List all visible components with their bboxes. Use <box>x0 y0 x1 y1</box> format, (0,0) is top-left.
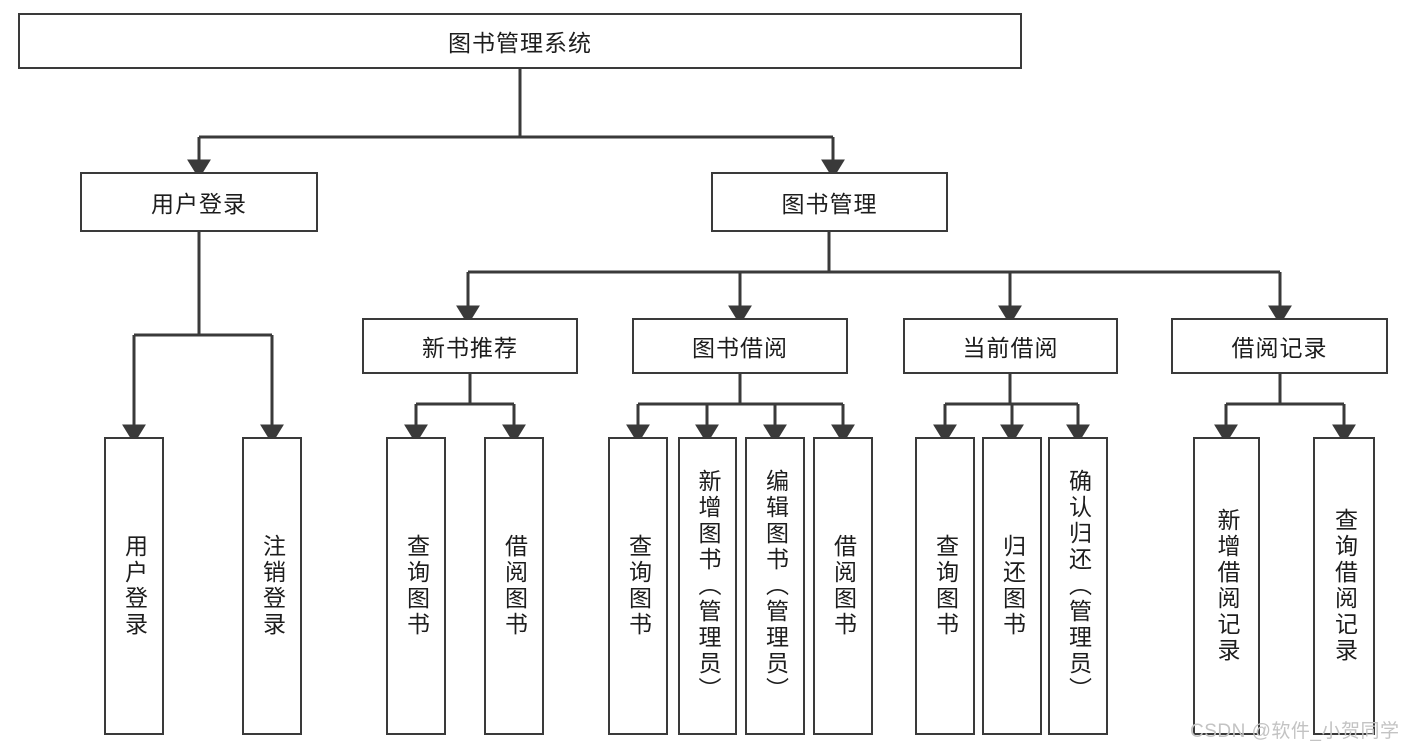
node-book-management-label: 图书管理 <box>781 191 878 217</box>
leaf-add-book-admin[interactable]: 新增图书（管理员） <box>678 437 737 735</box>
leaf-query-borrow-record-label: 查询借阅记录 <box>1331 508 1358 664</box>
leaf-add-book-admin-label: 新增图书（管理员） <box>695 469 721 703</box>
node-root-label: 图书管理系统 <box>448 30 592 56</box>
node-book-borrow[interactable]: 图书借阅 <box>632 318 848 374</box>
leaf-edit-book-admin[interactable]: 编辑图书（管理员） <box>745 437 805 735</box>
leaf-confirm-return-admin-label: 确认归还（管理员） <box>1065 469 1092 703</box>
leaf-borrow-book-rec[interactable]: 借阅图书 <box>484 437 544 735</box>
edge-user-login-to-leaves <box>122 232 284 444</box>
leaf-query-book-borrow-label: 查询图书 <box>625 534 652 638</box>
node-user-login-label: 用户登录 <box>151 191 247 217</box>
node-current-borrow[interactable]: 当前借阅 <box>903 318 1118 374</box>
leaf-query-book-borrow[interactable]: 查询图书 <box>608 437 668 735</box>
csdn-watermark: CSDN @软件_小贺同学 <box>1190 721 1400 742</box>
leaf-query-book-current-label: 查询图书 <box>932 534 959 638</box>
leaf-add-borrow-record-label: 新增借阅记录 <box>1214 508 1240 664</box>
leaf-logout[interactable]: 注销登录 <box>242 437 302 735</box>
edge-book-borrow-to-leaves <box>626 374 855 444</box>
node-borrow-record[interactable]: 借阅记录 <box>1171 318 1388 374</box>
edge-root-trunk <box>199 69 833 139</box>
node-new-book-recommend[interactable]: 新书推荐 <box>362 318 578 374</box>
edge-borrow-record-to-leaves <box>1214 374 1356 444</box>
leaf-logout-label: 注销登录 <box>259 534 286 638</box>
node-book-management[interactable]: 图书管理 <box>711 172 948 232</box>
leaf-edit-book-admin-label: 编辑图书（管理员） <box>762 469 789 703</box>
leaf-add-borrow-record[interactable]: 新增借阅记录 <box>1193 437 1260 735</box>
edge-current-borrow-to-leaves <box>933 374 1090 444</box>
leaf-query-borrow-record[interactable]: 查询借阅记录 <box>1313 437 1375 735</box>
leaf-user-login-label: 用户登录 <box>121 534 148 638</box>
leaf-user-login[interactable]: 用户登录 <box>104 437 164 735</box>
leaf-confirm-return-admin[interactable]: 确认归还（管理员） <box>1048 437 1108 735</box>
leaf-borrow-book-label: 借阅图书 <box>830 534 857 638</box>
node-book-borrow-label: 图书借阅 <box>692 335 788 361</box>
node-current-borrow-label: 当前借阅 <box>962 335 1059 361</box>
leaf-query-book-rec[interactable]: 查询图书 <box>386 437 446 735</box>
node-new-book-recommend-label: 新书推荐 <box>422 335 518 361</box>
leaf-query-book-current[interactable]: 查询图书 <box>915 437 975 735</box>
leaf-query-book-rec-label: 查询图书 <box>403 534 430 638</box>
leaf-borrow-book-rec-label: 借阅图书 <box>501 534 528 638</box>
node-borrow-record-label: 借阅记录 <box>1231 335 1328 361</box>
leaf-return-book-label: 归还图书 <box>999 534 1026 638</box>
leaf-return-book[interactable]: 归还图书 <box>982 437 1042 735</box>
edge-book-manage-trunk <box>456 232 1292 325</box>
node-root[interactable]: 图书管理系统 <box>18 13 1022 69</box>
leaf-borrow-book[interactable]: 借阅图书 <box>813 437 873 735</box>
edge-new-book-rec-to-leaves <box>404 374 526 444</box>
node-user-login[interactable]: 用户登录 <box>80 172 318 232</box>
